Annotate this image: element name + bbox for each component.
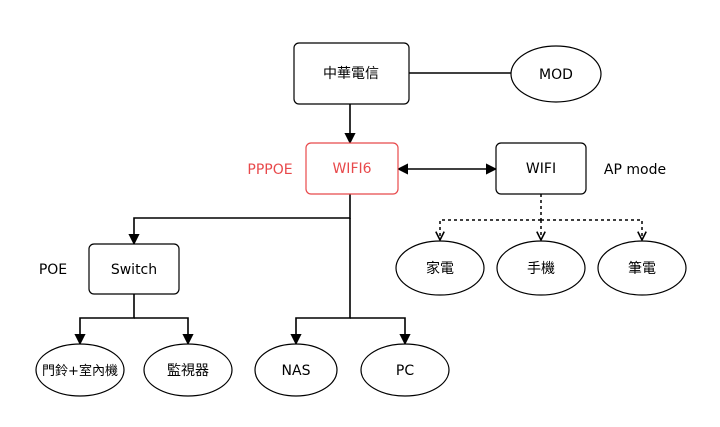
node-appliance: 家電 (395, 240, 485, 296)
edge-switch-monitor (134, 317, 194, 346)
edge-switch-doorbell (74, 294, 135, 346)
edge-ap-laptop (541, 219, 642, 240)
node-pc: PC (360, 343, 450, 397)
node-pc-label: PC (396, 363, 414, 379)
node-phone-label: 手機 (527, 261, 555, 277)
node-doorbell-label: 門鈴+室內機 (42, 363, 118, 379)
node-wifi-ap-label: WIFI (526, 161, 556, 177)
edge-wifi6-nas-pc (290, 218, 351, 346)
node-wifi6: WIFI6 (305, 142, 399, 195)
node-mod-label: MOD (539, 67, 573, 83)
node-monitor: 監視器 (143, 343, 233, 397)
edge-ap-appliance (440, 219, 541, 240)
annotation-poe: POE (39, 262, 67, 278)
node-wifi-ap: WIFI (495, 142, 587, 195)
node-wifi6-label: WIFI6 (332, 161, 371, 177)
node-doorbell: 門鈴+室內機 (35, 343, 125, 397)
annotation-ap-mode: AP mode (604, 162, 666, 178)
node-switch: Switch (88, 243, 180, 295)
node-appliance-label: 家電 (426, 260, 454, 277)
edge-wifi6-switch (128, 194, 351, 246)
node-cht-label: 中華電信 (323, 66, 379, 82)
node-nas: NAS (254, 343, 338, 397)
edge-to-pc (350, 317, 411, 346)
node-laptop-label: 筆電 (628, 261, 656, 277)
node-nas-label: NAS (282, 363, 311, 379)
node-laptop: 筆電 (597, 240, 687, 296)
edges (74, 72, 642, 346)
node-switch-label: Switch (111, 262, 157, 278)
node-cht: 中華電信 (293, 42, 410, 105)
annotation-pppoe: PPPOE (247, 162, 292, 178)
node-phone: 手機 (496, 240, 586, 296)
node-mod: MOD (510, 45, 602, 103)
node-monitor-label: 監視器 (167, 362, 209, 379)
